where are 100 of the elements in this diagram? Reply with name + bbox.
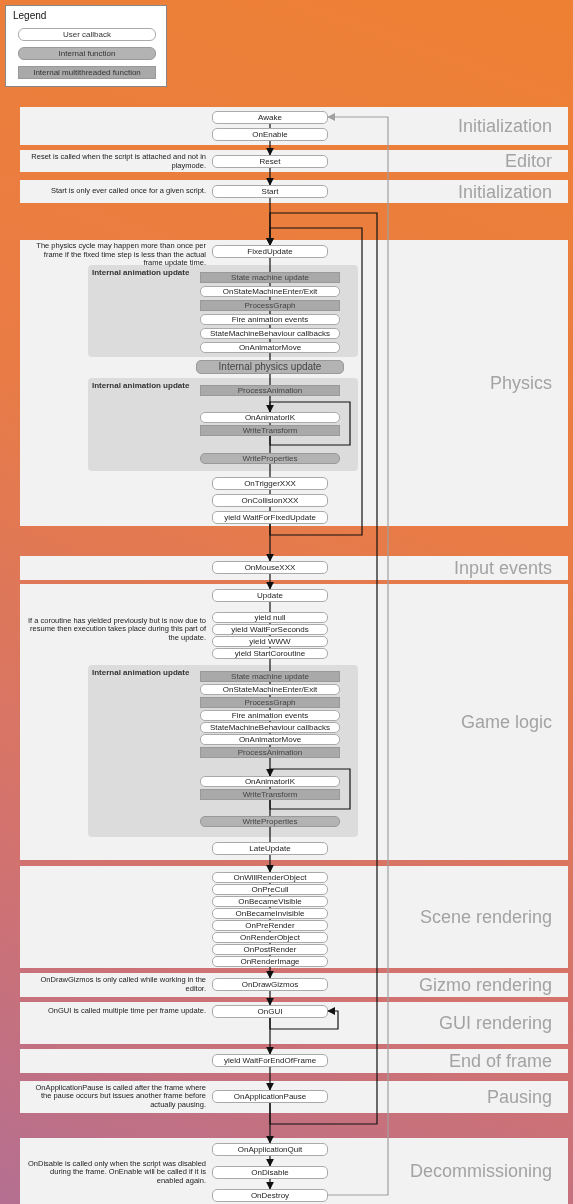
callback-box: Fire animation events — [200, 710, 340, 721]
section-band — [20, 1002, 568, 1044]
callback-box: Update — [212, 589, 328, 602]
connector-line — [269, 373, 271, 386]
section-title: Physics — [490, 372, 552, 394]
section-band — [20, 180, 568, 203]
section-title: End of frame — [448, 1050, 552, 1072]
connector-line — [269, 658, 271, 672]
connector-line — [269, 310, 271, 315]
callback-box: OnAnimatorIK — [200, 776, 340, 787]
arrow — [266, 573, 274, 590]
callback-box: OnCollisionXXX — [212, 494, 328, 507]
arrow — [266, 1155, 274, 1167]
callback-box: yield WaitForSeconds — [212, 624, 328, 635]
group-title: Internal animation update — [92, 381, 190, 390]
connector-line — [269, 786, 271, 790]
connector-line — [269, 744, 271, 748]
section-band — [20, 866, 568, 968]
legend-swatch: User callback — [18, 28, 156, 41]
connector-line — [269, 489, 271, 495]
callback-box: FixedUpdate — [212, 245, 328, 258]
section-title: Decommissioning — [409, 1160, 552, 1182]
group-title: Internal animation update — [92, 668, 190, 677]
internal-function-box: WriteProperties — [200, 453, 340, 464]
callback-box: OnAnimatorMove — [200, 734, 340, 745]
arrow — [266, 768, 351, 810]
legend-swatch: Internal multithreaded function — [18, 66, 156, 79]
callback-box: OnStateMachineEnter/Exit — [200, 286, 340, 297]
connector-line — [269, 296, 271, 301]
legend-swatch: Internal function — [18, 47, 156, 60]
callback-box: OnPostRender — [212, 944, 328, 955]
internal-function-box: Internal physics update — [196, 360, 344, 374]
connector-line — [269, 681, 271, 685]
multithreaded-function-box: ProcessAnimation — [200, 747, 340, 758]
callback-box: yield StartCoroutine — [212, 648, 328, 659]
callback-box: OnAnimatorMove — [200, 342, 340, 353]
callback-box: OnStateMachineEnter/Exit — [200, 684, 340, 695]
multithreaded-function-box: ProcessGraph — [200, 697, 340, 708]
arrow — [266, 167, 274, 186]
connector-line — [269, 422, 271, 426]
callback-box: OnPreRender — [212, 920, 328, 931]
connector-line — [269, 826, 271, 843]
callback-box: yield WaitForFixedUpdate — [212, 511, 328, 524]
section-title: Initialization — [457, 115, 552, 137]
arrow — [266, 212, 378, 1125]
section-band — [20, 973, 568, 997]
arrow — [266, 140, 274, 156]
group-panel — [88, 265, 358, 357]
section-band — [20, 150, 568, 172]
callback-box: Start — [212, 185, 328, 198]
arrow — [269, 1007, 339, 1030]
connector-line — [269, 694, 271, 698]
section-band — [20, 556, 568, 580]
callback-box: OnBecameVisible — [212, 896, 328, 907]
callback-box: OnApplicationPause — [212, 1090, 328, 1103]
connector-line — [269, 799, 271, 817]
connector-line — [269, 338, 271, 343]
callback-box: yield WWW — [212, 636, 328, 647]
connector-line — [269, 324, 271, 329]
connector-line — [269, 257, 271, 273]
arrow — [327, 113, 389, 1196]
callback-box: StateMachineBehaviour callbacks — [200, 328, 340, 339]
callback-box: OnGUI — [212, 1005, 328, 1018]
section-title: GUI rendering — [438, 1012, 552, 1034]
arrow — [266, 227, 363, 536]
arrow — [266, 401, 351, 446]
callback-box: OnDrawGizmos — [212, 978, 328, 991]
callback-box: OnEnable — [212, 128, 328, 141]
section-title: Input events — [453, 557, 552, 579]
arrow — [266, 854, 274, 873]
connector-line — [269, 123, 271, 129]
arrow — [266, 966, 274, 979]
section-title: Editor — [504, 150, 552, 172]
connector-line — [269, 435, 271, 454]
callback-box: OnPreCull — [212, 884, 328, 895]
section-band — [20, 1138, 568, 1204]
callback-box: OnDisable — [212, 1166, 328, 1179]
section-title: Initialization — [457, 181, 552, 202]
arrow — [266, 990, 274, 1006]
section-band — [20, 240, 568, 526]
callback-box: LateUpdate — [212, 842, 328, 855]
connector-line — [269, 601, 271, 613]
callback-box: OnRenderObject — [212, 932, 328, 943]
section-title: Game logic — [460, 711, 552, 733]
group-title: Internal animation update — [92, 268, 190, 277]
multithreaded-function-box: ProcessAnimation — [200, 385, 340, 396]
multithreaded-function-box: WriteTransform — [200, 789, 340, 800]
section-title: Gizmo rendering — [418, 974, 552, 996]
multithreaded-function-box: WriteTransform — [200, 425, 340, 436]
callback-box: Reset — [212, 155, 328, 168]
callback-box: OnRenderImage — [212, 956, 328, 967]
section-band — [20, 1081, 568, 1113]
callback-box: Fire animation events — [200, 314, 340, 325]
legend-title: Legend — [13, 10, 47, 21]
arrow — [266, 1017, 274, 1055]
callback-box: OnWillRenderObject — [212, 872, 328, 883]
callback-box: OnBecameInvisible — [212, 908, 328, 919]
arrow — [266, 1102, 274, 1144]
callback-box: OnDestroy — [212, 1189, 328, 1202]
multithreaded-function-box: ProcessGraph — [200, 300, 340, 311]
